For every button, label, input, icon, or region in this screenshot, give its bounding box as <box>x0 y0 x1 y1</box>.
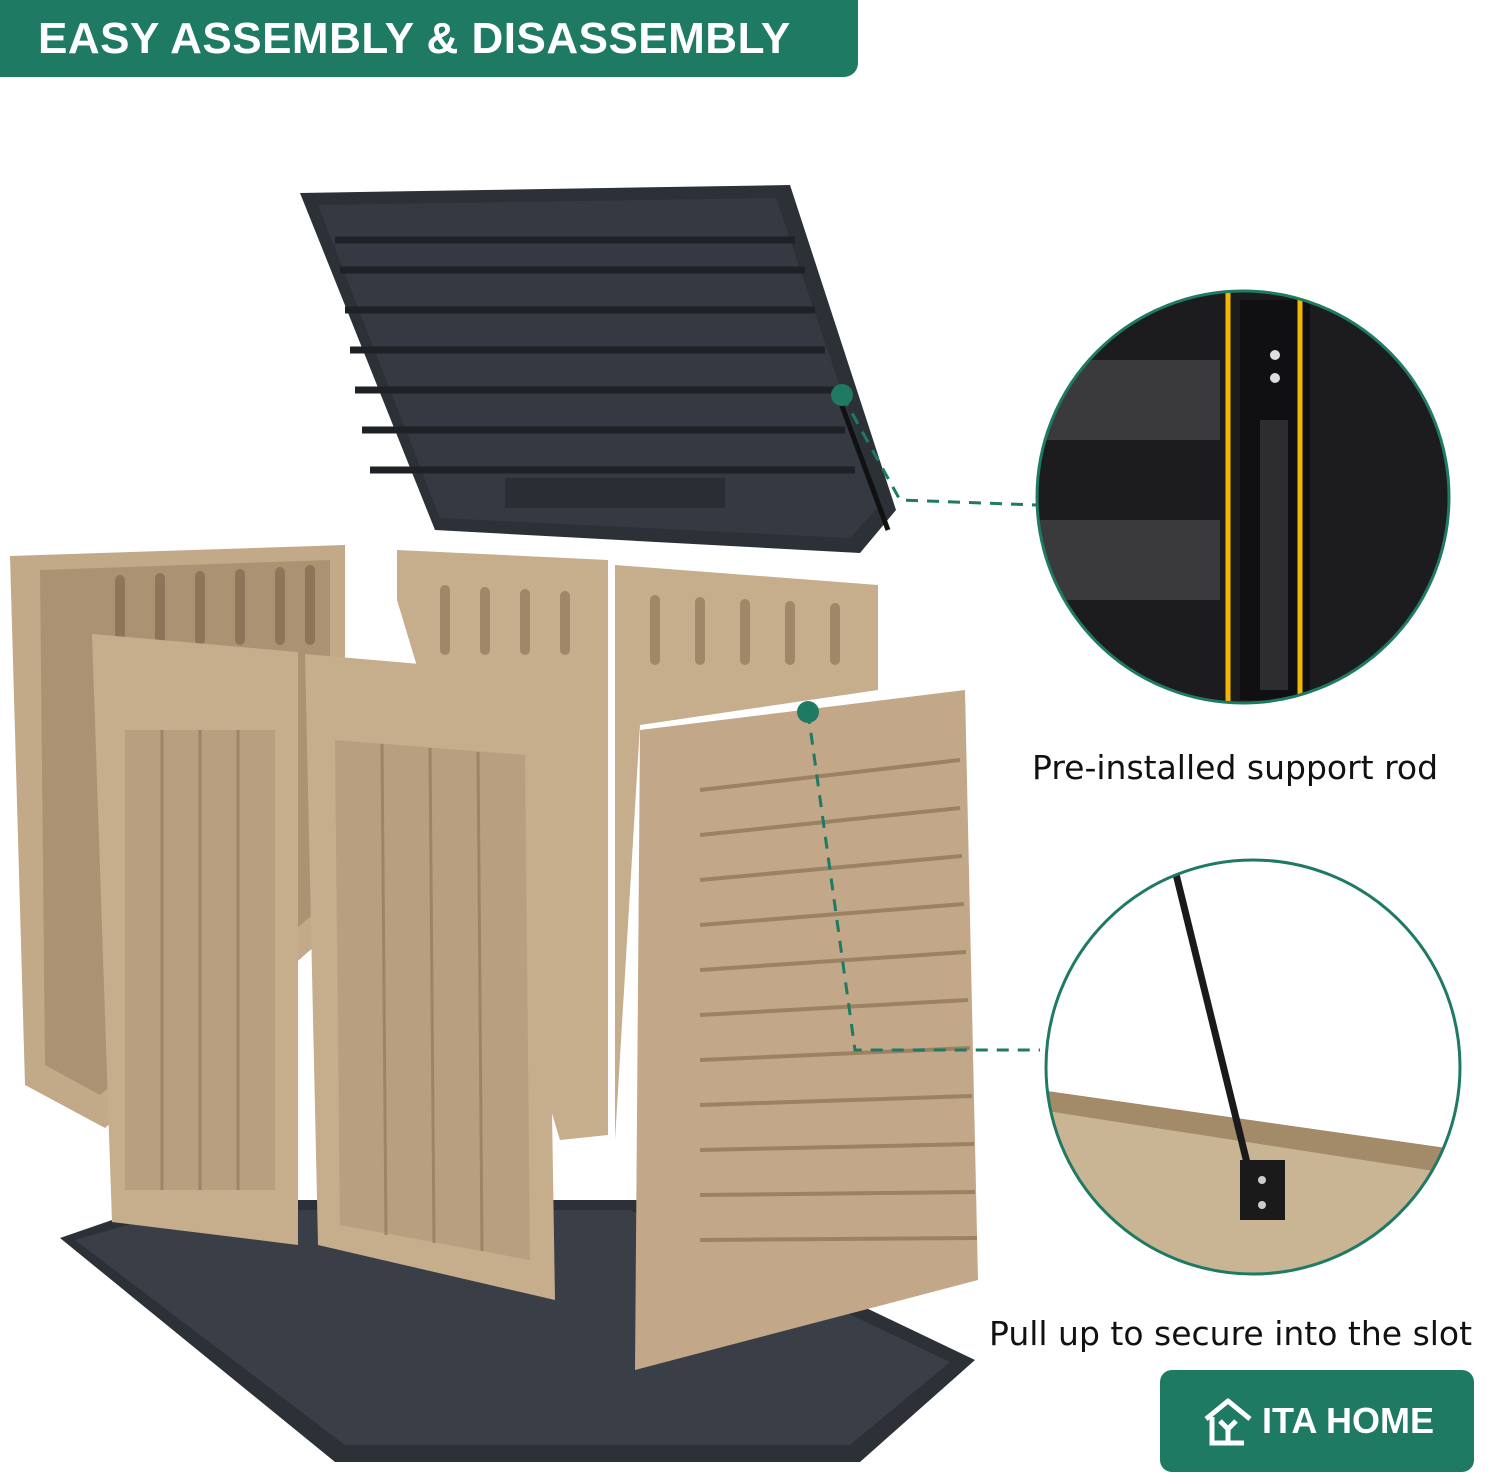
callout-dot-2 <box>797 701 819 723</box>
right-side-panel <box>635 690 978 1370</box>
house-icon <box>1204 1398 1252 1446</box>
detail-circle-support-rod <box>1035 289 1451 705</box>
front-right-door <box>305 654 555 1300</box>
banner-title: EASY ASSEMBLY & DISASSEMBLY <box>38 13 791 63</box>
callout-dot-1 <box>831 384 853 406</box>
shed-lid <box>300 185 896 553</box>
brand-name: ITA HOME <box>1262 1400 1434 1441</box>
brand-logo: ITA HOME <box>1160 1370 1474 1472</box>
callout-leader-lines <box>806 394 1040 1052</box>
front-left-door <box>92 634 298 1245</box>
callout-label-support-rod: Pre-installed support rod <box>1032 748 1439 787</box>
detail-circle-slot <box>1044 858 1462 1276</box>
title-banner: EASY ASSEMBLY & DISASSEMBLY <box>0 0 858 77</box>
callout-label-slot: Pull up to secure into the slot <box>989 1314 1473 1353</box>
